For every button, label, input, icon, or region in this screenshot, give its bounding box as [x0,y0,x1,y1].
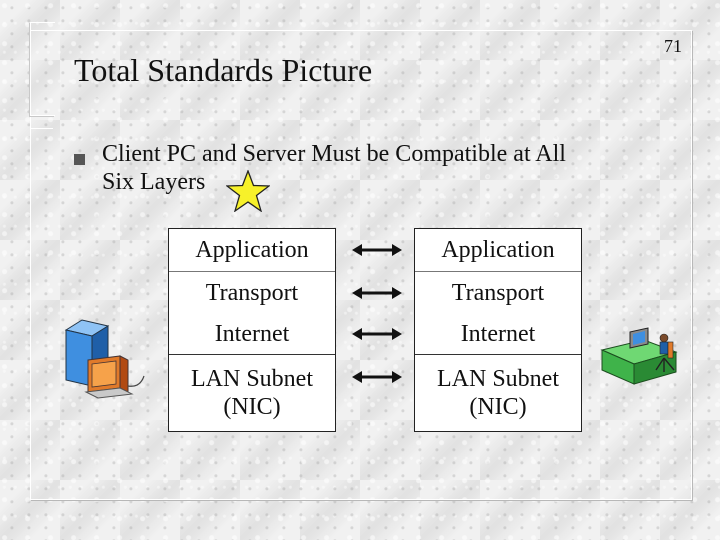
server-computer-icon [64,319,145,399]
layer-application: Application [415,229,581,272]
layer-nic-label: (NIC) [223,394,281,420]
layer-lan-subnet: LAN Subnet (NIC) [415,355,581,431]
bullet-line-2: Six Layers [102,169,206,195]
double-arrow-icon [352,287,402,299]
layer-transport: Transport [451,280,545,306]
layer-internet: Internet [415,314,581,355]
title-frame-bracket [30,22,55,116]
body-frame-bracket [30,128,53,500]
layer-transport: Transport [205,280,299,306]
client-protocol-stack: Application Transport Internet LAN Subne… [168,228,336,432]
bullet-text: Client PC and Server Must be Compatible … [102,140,662,196]
page-number: 71 [664,36,682,56]
layer-internet: Internet [169,314,335,355]
double-arrow-icon [352,244,402,256]
layer-lan-subnet: LAN Subnet (NIC) [169,355,335,431]
slide-title: Total Standards Picture [74,52,373,88]
star-icon [226,170,270,212]
layer-lan-label: LAN Subnet [191,366,313,392]
workstation-desk-icon [600,327,678,385]
bullet-square-icon [74,154,85,165]
layer-nic-label: (NIC) [469,394,527,420]
server-protocol-stack: Application Transport Internet LAN Subne… [414,228,582,432]
layer-application: Application [169,229,335,272]
slide-frame [30,30,692,500]
bullet-line-1: Client PC and Server Must be Compatible … [102,141,566,167]
double-arrow-icon [352,328,402,340]
double-arrow-icon [352,371,402,383]
layer-lan-label: LAN Subnet [437,366,559,392]
